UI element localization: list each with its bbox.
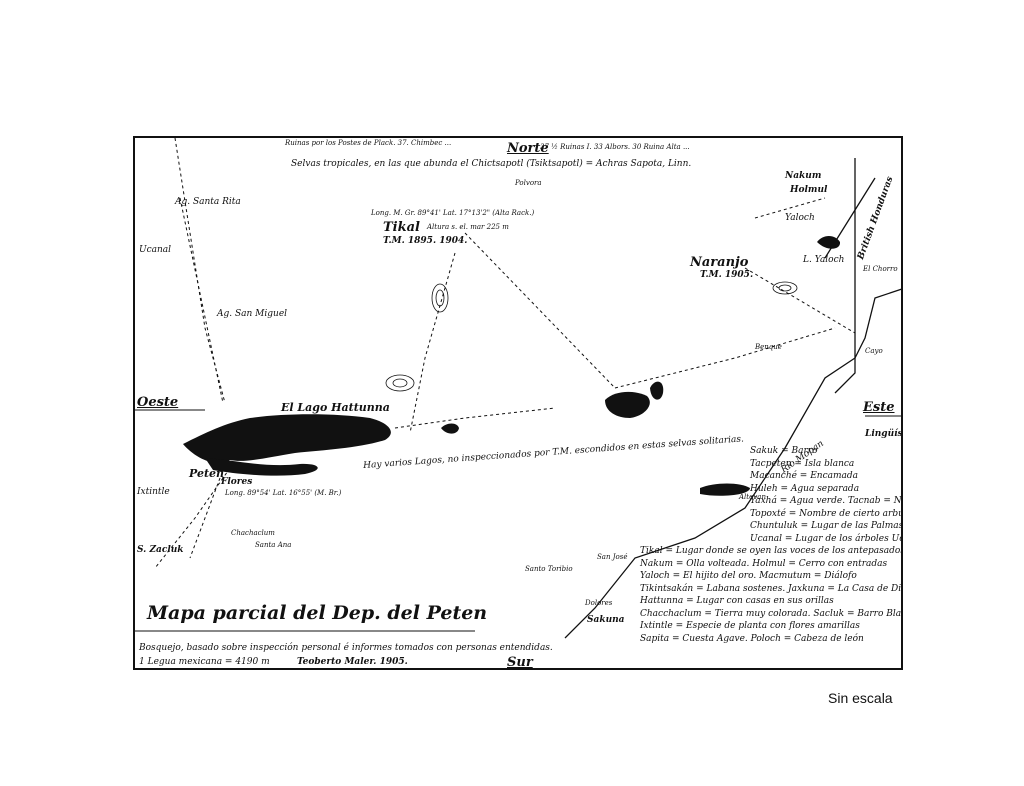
yaloch-label: Yaloch	[785, 213, 815, 223]
route-flores-south	[189, 477, 221, 559]
nakum-label: Nakum	[785, 171, 822, 181]
lake-small-1	[441, 423, 459, 434]
legend-line: Yaxhá = Agua verde. Tacnab = Nymphaea al…	[750, 496, 902, 506]
santa-rita-label: Ag. Santa Rita	[175, 197, 241, 207]
route-naranjo-benque	[744, 267, 856, 334]
hill-symbol-1	[431, 283, 449, 313]
caption-text: Sin escala	[828, 690, 893, 706]
legend-line: Ucanal = Lugar de los árboles Ucan	[750, 533, 903, 544]
zacluk-label: S. Zacluk	[137, 545, 184, 555]
lake-hattunna	[183, 414, 391, 463]
legend-heading: Lingüística maya.	[865, 429, 903, 439]
toribio-label: Santo Toribio	[525, 565, 573, 573]
tikal-tm: T.M. 1895. 1904.	[383, 236, 468, 246]
holmul-label: Holmul	[790, 185, 828, 195]
map-drawing	[135, 138, 901, 639]
route-north-east	[754, 197, 826, 219]
tikal-coords: Long. M. Gr. 89°41' Lat. 17°13'2" (Alta …	[371, 209, 535, 217]
legend-line: Chuntuluk = Lugar de las Palmas de coroz…	[750, 521, 903, 531]
route-tikal-lake	[409, 252, 456, 434]
south-label: Sur	[507, 655, 533, 670]
route-north-west	[174, 138, 226, 404]
lake-label: El Lago Hattunna	[281, 401, 390, 414]
route-south-west	[154, 467, 231, 569]
map-title: Mapa parcial del Dep. del Peten	[147, 602, 488, 624]
santa-ana-label: Santa Ana	[255, 541, 292, 549]
cayo-label: Cayo	[865, 347, 883, 355]
route-yaxha-naranjo	[614, 327, 836, 389]
legend-line: Tacpeten = Isla blanca	[750, 458, 855, 469]
legend-line: Tikintsakán = Labana sostenes. Jaxkuna =…	[640, 583, 903, 594]
linguistic-legend: Lingüística maya. Sakuk = BarroTacpeten …	[640, 429, 903, 645]
polvora-label: Polvora	[515, 179, 542, 187]
map-author: Teoberto Maler. 1905.	[297, 657, 408, 667]
map-frame: Norte Oeste Este Sur Ruinas por los Post…	[133, 136, 903, 670]
legend-line: Macanché = Encamada	[750, 471, 859, 481]
legend-line: Sakuk = Barro	[750, 446, 818, 456]
legend-line: Nakum = Olla volteada. Holmul = Cerro co…	[640, 558, 888, 569]
hill-symbol-2	[385, 374, 415, 392]
map-scale: 1 Legua mexicana = 4190 m	[139, 657, 270, 667]
lake-yaxha-2	[650, 381, 664, 400]
peten-label: Peten	[189, 467, 225, 480]
ruins-note: Ruinas por los Postes de Plack. 37. Chim…	[285, 139, 452, 147]
north-label: Norte	[507, 141, 549, 156]
legend-line: Hattunna = Lugar con casas en sus orilla…	[640, 596, 834, 606]
el-chorro-label: El Chorro	[863, 265, 898, 273]
altovan-label: Altovan	[739, 493, 766, 501]
flores-coords: Long. 89°54' Lat. 16°55' (M. Br.)	[225, 489, 342, 497]
east-label: Este	[863, 400, 895, 415]
legend-line: Yaloch = El hijito del oro. Macmutum = D…	[640, 571, 857, 581]
legend-line: Topoxté = Nombre de cierto arbusto	[750, 508, 903, 519]
legend-line: Chacchaclum = Tierra muy colorada. Saclu…	[640, 608, 903, 619]
legend-line: Sapita = Cuesta Agave. Poloch = Cabeza d…	[640, 633, 864, 644]
san-miguel-label: Ag. San Miguel	[217, 309, 288, 319]
tikal-altitude: Altura s. el. mar 225 m	[427, 223, 509, 231]
lake-lower-tail	[205, 458, 318, 476]
naranjo-tm: T.M. 1905.	[700, 270, 754, 280]
forest-note: Selvas tropicales, en las que abunda el …	[291, 159, 692, 169]
route-lake-mid	[394, 407, 556, 429]
tikal-label: Tikal	[383, 220, 420, 235]
benque-label: Benque	[755, 343, 782, 351]
route-tikal-yaxha	[464, 232, 616, 389]
hill-symbol-3	[772, 281, 798, 295]
chachaclum-label: Chachaclum	[231, 529, 275, 537]
l-yaloch-label: L. Yaloch	[803, 255, 845, 265]
route-santa-rita	[179, 197, 224, 404]
ucanal-label: Ucanal	[139, 245, 172, 255]
flores-label: Flores	[221, 477, 253, 487]
east-river	[854, 288, 901, 359]
san-jose-label: San José	[597, 553, 628, 561]
naranjo-label: Naranjo	[690, 255, 749, 270]
rio-mopan-river	[564, 357, 856, 639]
legend-line: Tikal = Lugar donde se oyen las voces de…	[640, 546, 903, 556]
lake-south-east	[700, 483, 750, 496]
lake-yaloch	[817, 236, 841, 249]
dolores-label: Dolores	[585, 599, 613, 607]
sakuna-label: Sakuna	[587, 615, 625, 625]
legend-line: Ixtintle = Especie de planta con flores …	[640, 621, 860, 631]
lake-yaxha	[605, 391, 650, 418]
british-border-line	[834, 158, 856, 394]
map-subtitle: Bosquejo, basado sobre inspección person…	[139, 643, 553, 653]
ixtintle-label: Ixtintle	[137, 487, 170, 497]
ruins-note-2: 37 ½ Ruinas I. 33 Albors. 30 Ruina Alta …	[540, 143, 690, 151]
legend-line: Huleh = Agua separada	[750, 483, 860, 494]
west-label: Oeste	[137, 395, 179, 410]
